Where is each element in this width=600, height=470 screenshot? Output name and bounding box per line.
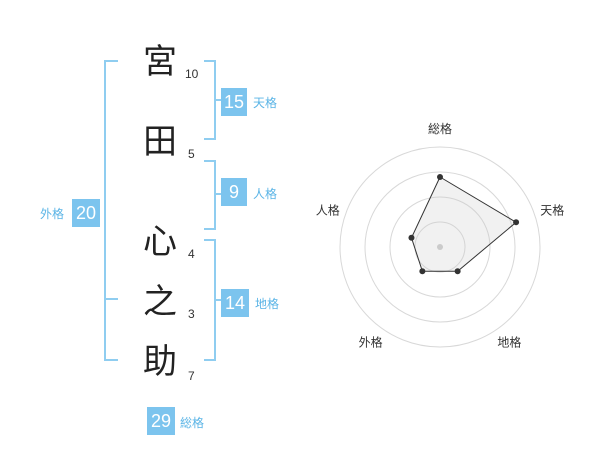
stroke-count-3: 4 — [188, 247, 195, 261]
stroke-count-2: 5 — [188, 147, 195, 161]
radar-ring-4 — [339, 146, 541, 348]
tenkaku-connector — [214, 99, 222, 101]
radar-point-4 — [419, 268, 426, 275]
radar-axis-label-3: 地格 — [497, 334, 521, 349]
radar-point-1 — [437, 174, 443, 180]
gaikaku-bracket — [104, 60, 118, 361]
stroke-count-5: 7 — [188, 369, 195, 383]
gaikaku-bottom-tick — [104, 298, 118, 300]
radar-axis-label-2: 天格 — [540, 203, 564, 218]
name-char-5: 助 — [143, 342, 177, 382]
name-char-2: 田 — [143, 122, 177, 162]
gaikaku-label: 外格 — [40, 207, 65, 221]
radar-point-2 — [513, 219, 520, 226]
radar-axis-label-4: 外格 — [359, 334, 383, 349]
stroke-count-1: 10 — [185, 67, 199, 81]
radar-point-3 — [454, 268, 461, 275]
chikaku-value: 14 — [221, 289, 249, 317]
radar-ring-3 — [364, 171, 516, 323]
radar-series-polygon — [410, 176, 517, 272]
jinkaku-connector — [214, 193, 222, 195]
radar-center — [437, 244, 443, 250]
radar-axis-label-1: 総格 — [428, 121, 452, 136]
chikaku-label: 地格 — [255, 297, 280, 311]
radar-point-5 — [408, 234, 415, 241]
name-char-1: 宮 — [143, 42, 177, 82]
jinkaku-value: 9 — [221, 178, 247, 206]
jinkaku-bracket — [204, 160, 216, 230]
chikaku-connector — [214, 299, 222, 301]
name-char-3: 心 — [143, 222, 177, 262]
tenkaku-value: 15 — [221, 88, 247, 116]
radar-axis-label-5: 人格 — [316, 203, 340, 218]
gaikaku-value: 20 — [72, 199, 100, 227]
jinkaku-label: 人格 — [253, 187, 278, 201]
soukaku-value: 29 — [147, 407, 175, 435]
tenkaku-label: 天格 — [253, 96, 278, 110]
name-char-4: 之 — [143, 282, 177, 322]
radar-ring-2 — [389, 196, 491, 298]
stroke-count-4: 3 — [188, 307, 195, 321]
soukaku-label: 総格 — [180, 416, 205, 430]
